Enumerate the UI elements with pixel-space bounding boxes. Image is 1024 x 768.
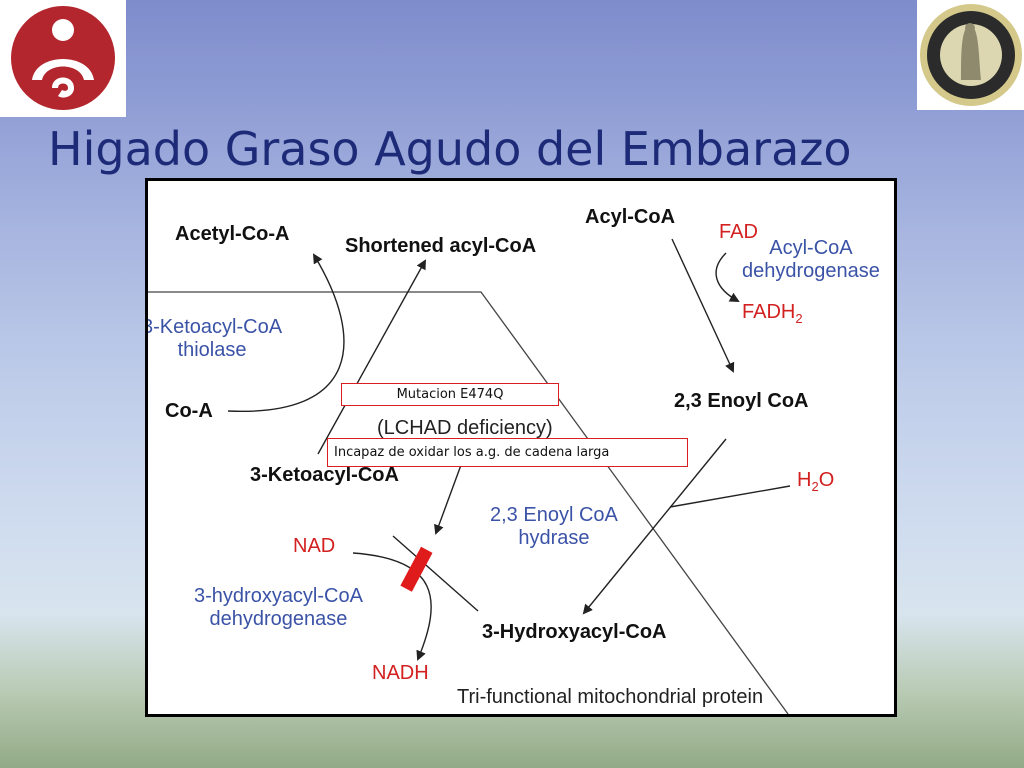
label-co-a: Co-A (165, 400, 213, 422)
arrow-acyl-to-enoyl (671, 238, 735, 373)
line-h2o (669, 485, 791, 508)
arrow-fad-to-fadh2 (715, 252, 740, 302)
red-circular-emblem-icon (11, 6, 115, 110)
label-hydroxyacyl-coa: 3-Hydroxyacyl-CoA (482, 621, 667, 643)
label-nadh: NADH (372, 662, 429, 684)
label-hydroxyacyl-dehydrogenase: 3-hydroxyacyl-CoA dehydrogenase (194, 585, 363, 630)
label-enoyl-hydrase: 2,3 Enoyl CoA hydrase (490, 504, 618, 549)
label-acyl-coa: Acyl-CoA (585, 206, 676, 228)
label-acyl-coa-dehydrogenase: Acyl-CoA dehydrogenase (742, 237, 880, 282)
protein-boundary-line (148, 291, 789, 714)
label-fadh2: FADH2 (742, 301, 803, 326)
right-logo: ACADEMIA NACIONAL DE MEDICINA MÉXICO (917, 0, 1024, 110)
arrow-nad-to-nadh (352, 552, 432, 661)
label-enoyl-coa: 2,3 Enoyl CoA (674, 390, 809, 412)
callout-mutation: Mutacion E474Q (341, 383, 559, 406)
arrow-enoyl-to-hydroxyacyl (582, 438, 727, 615)
arrow-keto-to-shortened (317, 259, 426, 455)
label-fad: FAD (719, 221, 758, 243)
diagram-arrows (148, 238, 791, 714)
callout-incapable: Incapaz de oxidar los a.g. de cadena lar… (327, 438, 688, 467)
label-shortened-acyl-coa: Shortened acyl-CoA (345, 235, 537, 257)
label-ketoacyl-thiolase: 3-Ketoacyl-CoA thiolase (145, 316, 283, 361)
left-logo (0, 0, 126, 117)
label-protein: Tri-functional mitochondrial protein (457, 686, 764, 708)
slide-title: Higado Graso Agudo del Embarazo (48, 122, 852, 176)
beta-oxidation-diagram: Acetyl-Co-A Shortened acyl-CoA Acyl-CoA … (145, 178, 897, 717)
line-hydroxy-to-keto (392, 535, 479, 612)
label-lchad-deficiency: (LCHAD deficiency) (377, 417, 553, 439)
label-h2o: H2O (797, 469, 835, 494)
label-acetyl-coa: Acetyl-Co-A (175, 223, 290, 245)
arrow-coa-to-acetyl (227, 253, 345, 412)
lchad-block-marker (400, 546, 433, 592)
label-nad: NAD (293, 535, 336, 557)
academy-seal-icon (920, 4, 1022, 106)
label-ketoacyl-coa: 3-Ketoacyl-CoA (250, 464, 399, 486)
